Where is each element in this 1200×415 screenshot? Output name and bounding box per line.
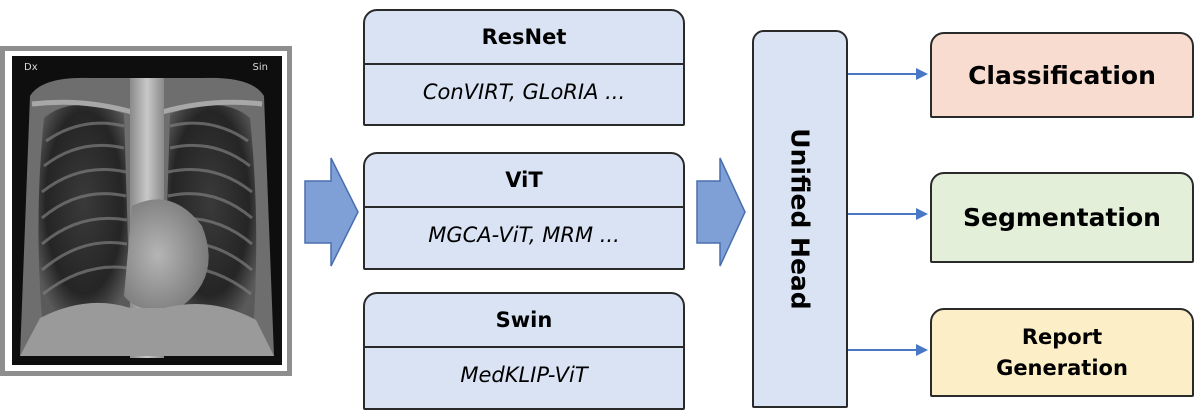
xray-tag-dx: Dx bbox=[24, 62, 38, 73]
block-arrow-encoders-to-head bbox=[696, 157, 746, 267]
chest-xray-graphic bbox=[12, 56, 282, 365]
task-report-generation: Report Generation bbox=[930, 308, 1194, 397]
arrow-to-segmentation bbox=[848, 208, 928, 220]
unified-head-box: Unified Head bbox=[752, 30, 848, 408]
chest-xray-frame: Dx Sin bbox=[0, 46, 292, 376]
chest-xray-image: Dx Sin bbox=[12, 56, 282, 365]
task-classification: Classification bbox=[930, 32, 1194, 118]
encoder-box-vit: ViT MGCA-ViT, MRM ... bbox=[363, 152, 685, 270]
task-report-label-line1: Report bbox=[1021, 325, 1103, 350]
task-segmentation: Segmentation bbox=[930, 172, 1194, 263]
encoder-name: Swin bbox=[365, 294, 683, 348]
encoder-name: ViT bbox=[365, 154, 683, 208]
task-segmentation-label: Segmentation bbox=[963, 203, 1161, 232]
xray-tag-sin: Sin bbox=[252, 62, 268, 73]
encoder-name: ResNet bbox=[365, 11, 683, 65]
encoder-models: ConVIRT, GLoRIA ... bbox=[422, 80, 626, 104]
block-arrow-image-to-encoders bbox=[304, 157, 359, 267]
encoder-box-resnet: ResNet ConVIRT, GLoRIA ... bbox=[363, 9, 685, 126]
encoder-models: MGCA-ViT, MRM ... bbox=[428, 223, 620, 247]
task-classification-label: Classification bbox=[968, 60, 1156, 90]
task-report-label-line2: Generation bbox=[996, 355, 1128, 380]
arrow-to-classification bbox=[848, 68, 928, 80]
encoder-models: MedKLIP-ViT bbox=[460, 363, 588, 387]
arrow-to-report-generation bbox=[848, 344, 928, 356]
unified-head-label: Unified Head bbox=[785, 128, 815, 310]
encoder-box-swin: Swin MedKLIP-ViT bbox=[363, 292, 685, 410]
